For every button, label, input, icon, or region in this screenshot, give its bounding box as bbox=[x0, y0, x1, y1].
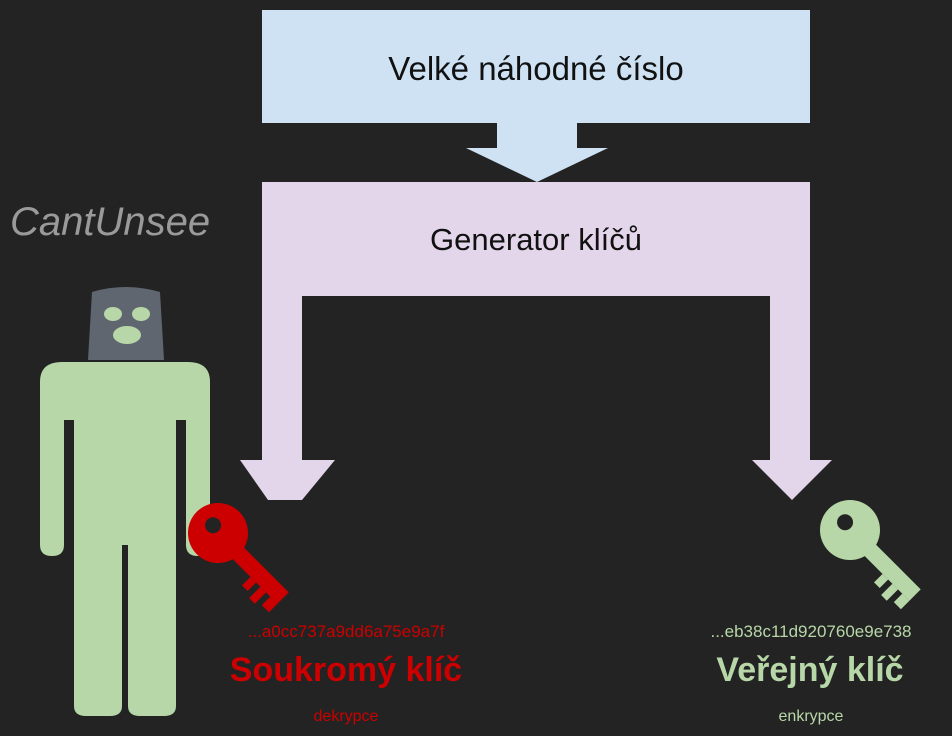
private-key-title: Soukromý klíč bbox=[229, 651, 463, 689]
public-key-title: Veřejný klíč bbox=[716, 651, 904, 689]
private-key-hash: ...a0cc737a9dd6a75e9a7f bbox=[247, 622, 445, 641]
public-key-icon bbox=[820, 500, 921, 610]
key-generator-label: Generator klíčů bbox=[430, 222, 642, 257]
arrow-to-public-key bbox=[752, 230, 832, 500]
arrow-down-to-generator bbox=[466, 123, 608, 182]
arrow-to-private-key bbox=[240, 230, 335, 500]
balaclava-icon bbox=[88, 287, 164, 360]
random-number-node bbox=[262, 10, 810, 182]
public-key-usage: enkrypce bbox=[778, 708, 844, 725]
generator-node bbox=[240, 182, 832, 500]
user-name: CantUnsee bbox=[10, 200, 211, 244]
person-icon bbox=[40, 287, 210, 716]
random-number-label: Velké náhodné číslo bbox=[388, 50, 684, 87]
public-key-hash: ...eb38c11d920760e9e738 bbox=[710, 622, 912, 641]
private-key-icon bbox=[188, 503, 289, 613]
private-key-usage: dekrypce bbox=[313, 708, 379, 725]
